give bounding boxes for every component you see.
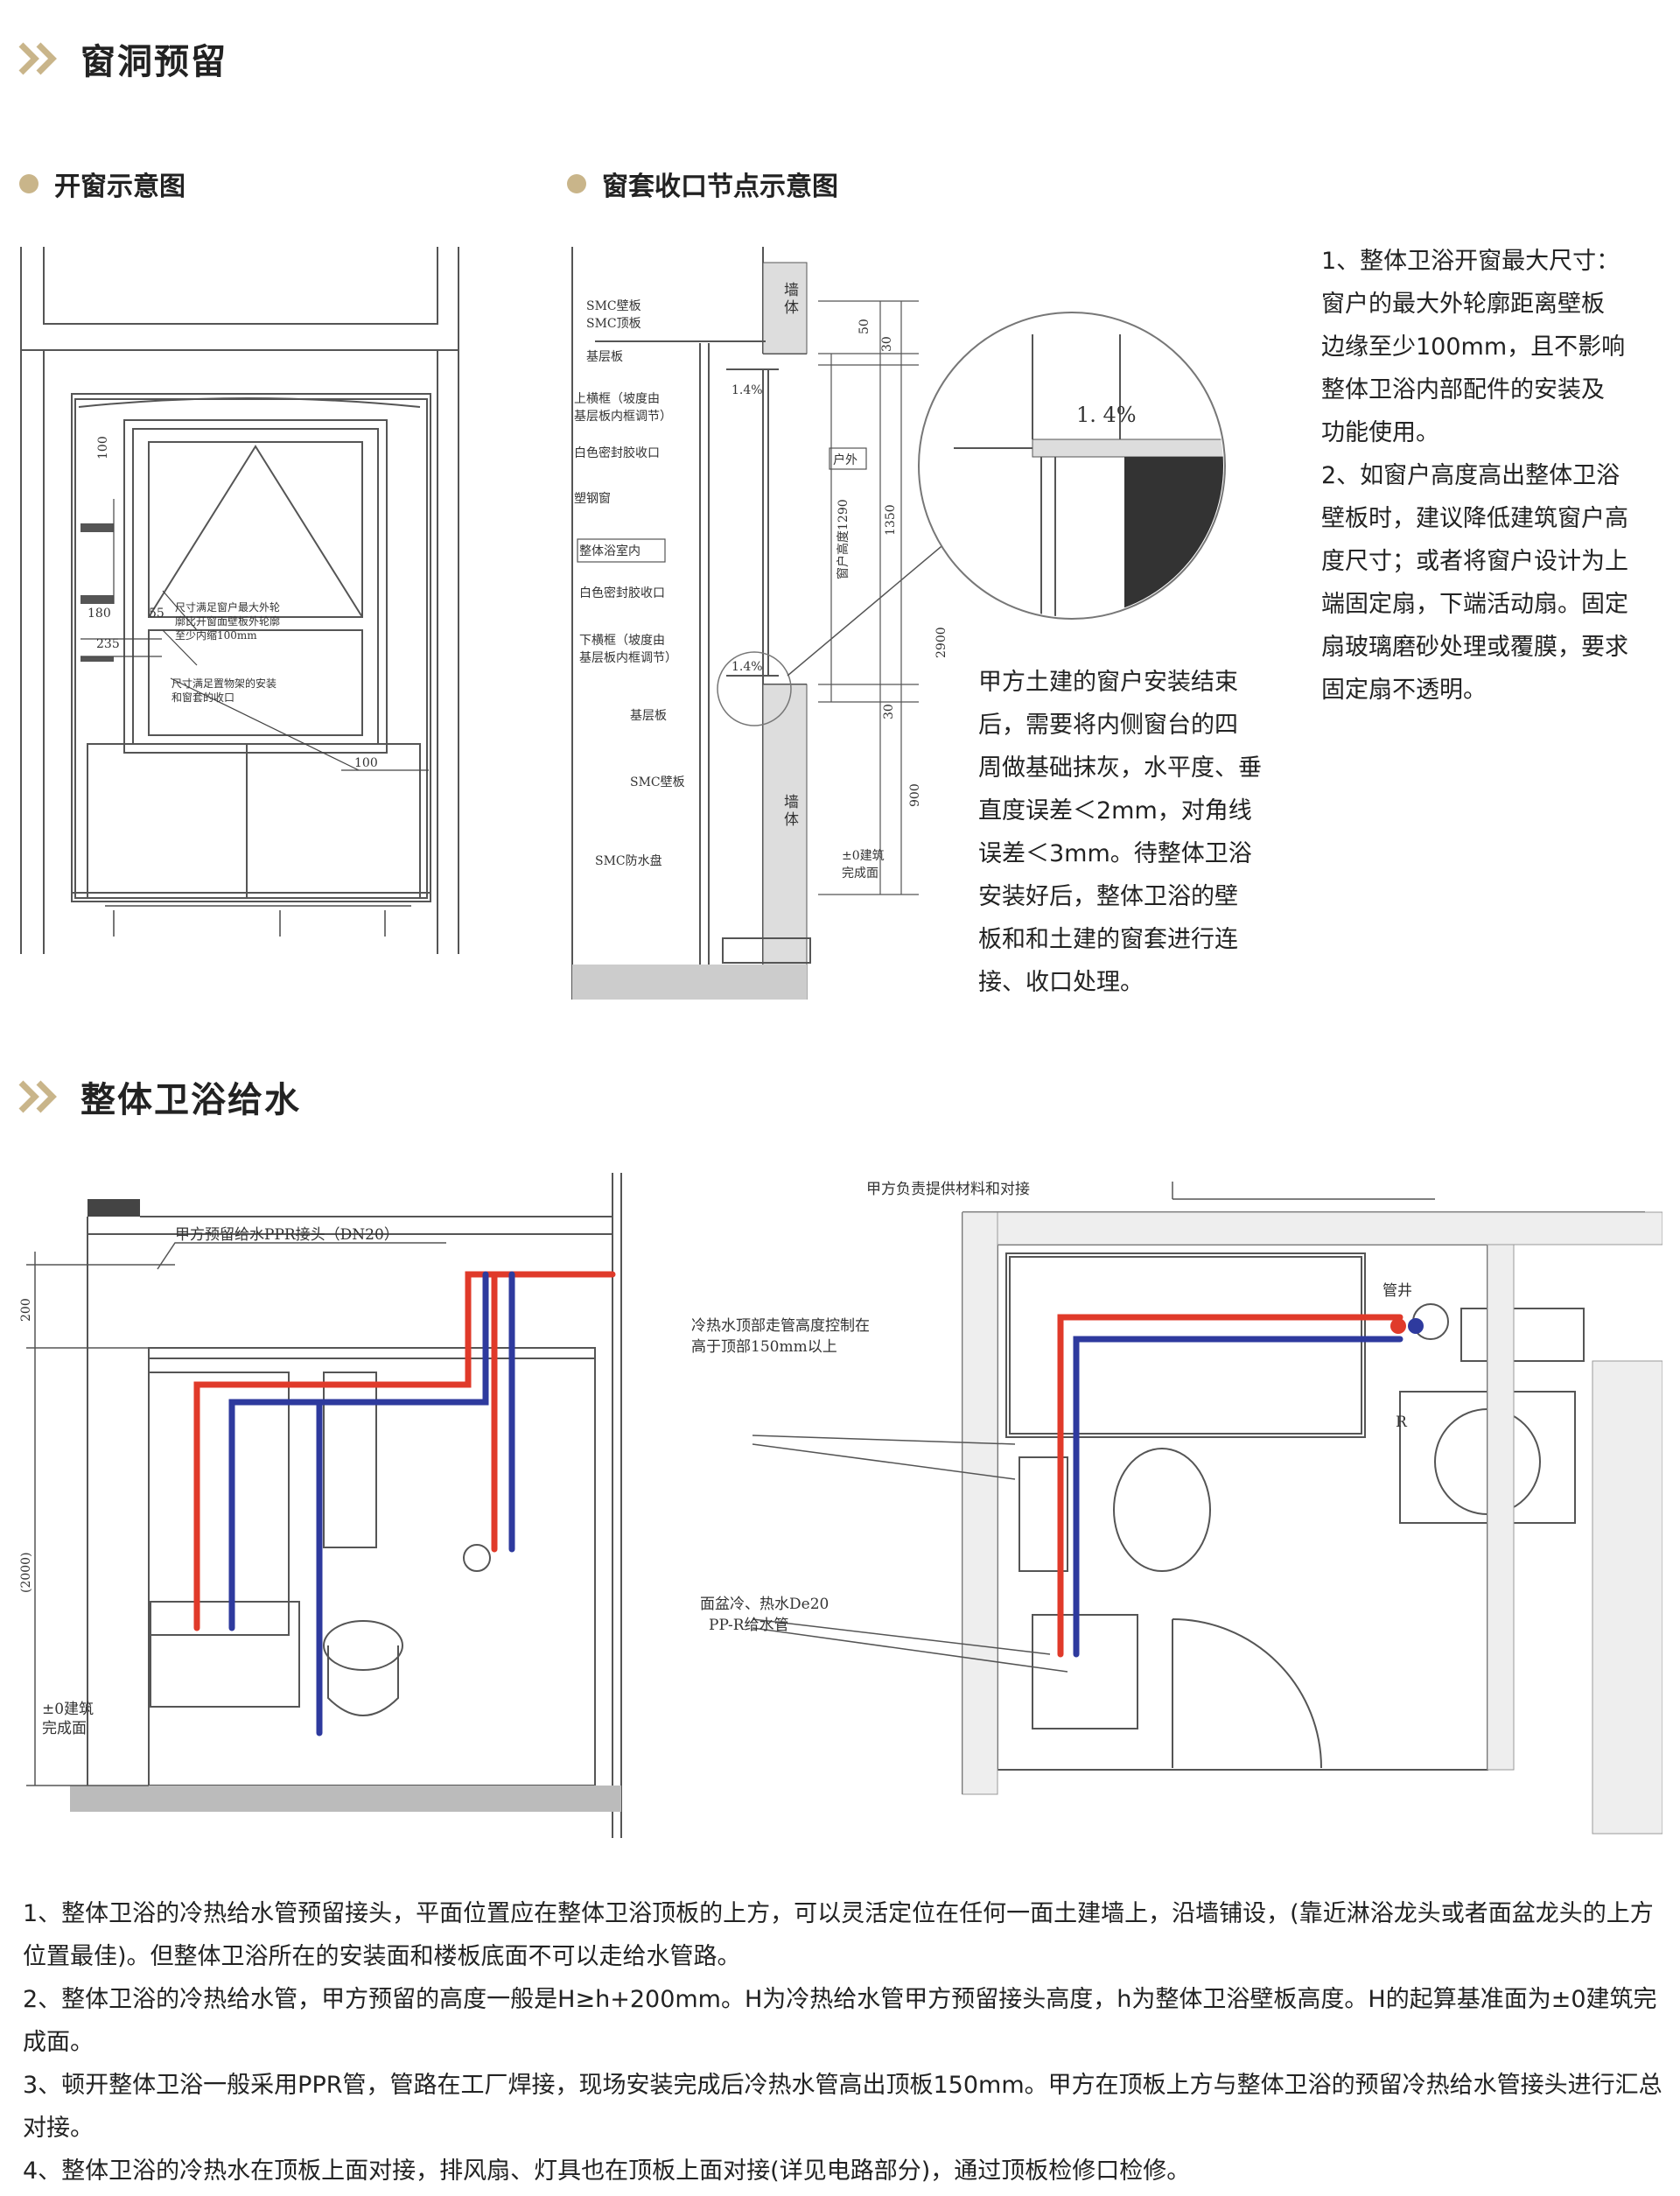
dim-window-height: 窗户高度1290 — [836, 499, 850, 579]
water-note-2: 2、整体卫浴的冷热给水管，甲方预留的高度一般是H≥h+200mm。H为冷热给水管… — [23, 1986, 1657, 2056]
section-title-window: 窗洞预留 — [18, 33, 228, 84]
dim-50: 50 — [858, 319, 872, 334]
callout-smc-ceiling: SMC顶板 — [586, 317, 641, 331]
pipe-height-label: 冷热水顶部走管高度控制在 — [691, 1317, 870, 1335]
callout-sealant-2: 白色密封胶收口 — [579, 586, 665, 600]
bullet-dot-icon — [19, 174, 38, 193]
floor-level-label: ±0建筑 — [42, 1701, 94, 1718]
floor-slab — [572, 965, 807, 1000]
note-shelf: 尺寸满足置物架的安装 — [172, 677, 276, 690]
water-supply-elevation: 200 (2000) 甲方预留给水PPR接头（DN20） ±0建筑 完成面 — [19, 1173, 622, 1838]
double-chevron-icon — [18, 1080, 57, 1113]
callout-top-frame: 上横框（坡度由 — [574, 392, 660, 406]
callout-sealant: 白色密封胶收口 — [574, 446, 660, 460]
slope-label-top: 1.4% — [732, 383, 763, 397]
subtitle-text: 窗套收口节点示意图 — [602, 172, 838, 202]
callout-base-board-2: 基层板 — [630, 708, 667, 723]
floor-level-label: 完成面 — [842, 866, 878, 881]
dim-55: 55 — [149, 607, 164, 621]
wall-label: 墙 — [784, 282, 799, 299]
basin-pipe-label: 面盆冷、热水De20 — [700, 1596, 829, 1613]
dim-30-bottom: 30 — [882, 704, 896, 719]
section-title-text: 整体卫浴给水 — [80, 1080, 301, 1120]
ppr-connector-label: 甲方预留给水PPR接头（DN20） — [175, 1226, 399, 1244]
window-node-section-drawing: 墙 体 墙 体 50 30 1350 2900 30 900 窗户高度1290 … — [571, 247, 1226, 1000]
note-shelf: 和窗套的收口 — [172, 691, 234, 704]
callout-bottom-frame: 基层板内框调节） — [579, 650, 677, 665]
wall-label: 体 — [784, 811, 799, 829]
bullet-dot-icon — [567, 174, 586, 193]
floor-level-label: 完成面 — [42, 1720, 87, 1737]
note-window-outline: 至少内缩100mm — [175, 628, 257, 642]
slope-label-bottom: 1.4% — [732, 660, 763, 674]
callout-pvc-window: 塑钢窗 — [574, 491, 611, 506]
dim-1350: 1350 — [884, 504, 898, 536]
basin-pipe-label: PP-R给水管 — [709, 1617, 789, 1634]
callout-top-frame: 基层板内框调节） — [574, 409, 672, 424]
water-supply-plan: 甲方负责提供材料和对接 冷热水顶部走管高度控制在 高于顶部150mm以上 面盆冷… — [691, 1181, 1662, 1835]
roof-slab-left — [88, 1199, 140, 1217]
callout-smc-tray: SMC防水盘 — [595, 853, 662, 868]
note-window-outline: 尺寸满足窗户最大外轮 — [175, 600, 280, 614]
outdoor-label: 户外 — [833, 453, 858, 467]
dim-30: 30 — [880, 336, 894, 352]
wall-top-block — [762, 262, 808, 354]
zoom-slope-label: 1. 4% — [1076, 403, 1137, 427]
note-window-outline: 廓比开窗面壁板外轮廓 — [175, 614, 280, 628]
dim-100-bottom: 100 — [354, 756, 378, 770]
dim-235: 235 — [96, 637, 120, 651]
wall-bottom-block — [762, 684, 808, 1000]
wall-label: 体 — [784, 299, 799, 317]
pipe-height-label: 高于顶部150mm以上 — [691, 1338, 837, 1356]
section-title-text: 窗洞预留 — [80, 42, 228, 82]
dim-180: 180 — [88, 607, 111, 621]
callout-bathroom-inside: 整体浴室内 — [579, 544, 640, 558]
subtitle-window-diagram: 开窗示意图 — [19, 165, 186, 203]
dim-100-top: 100 — [96, 436, 110, 460]
r-mark: R — [1396, 1414, 1408, 1431]
section-title-water: 整体卫浴给水 — [18, 1071, 301, 1122]
dim-200: 200 — [19, 1298, 33, 1322]
subtitle-text: 开窗示意图 — [54, 172, 186, 202]
water-note-4: 4、整体卫浴的冷热水在顶板上面对接，排风扇、灯具也在顶板上面对接(详见电路部分)… — [23, 2157, 1191, 2185]
window-elevation-drawing: 100 180 55 235 100 尺寸满足窗户最大外轮 廓比开窗面壁板外轮廓… — [20, 247, 459, 954]
callout-smc-wall: SMC壁板 — [586, 299, 641, 313]
water-note-1: 1、整体卫浴的冷热给水管预留接头，平面位置应在整体卫浴顶板的上方，可以灵活定位在… — [23, 1900, 1654, 1970]
dim-900: 900 — [908, 783, 922, 807]
pipe-shaft-label: 管井 — [1382, 1282, 1412, 1300]
wall-label: 墙 — [784, 794, 799, 811]
callout-bottom-frame: 下横框（坡度由 — [579, 634, 665, 648]
callout-smc-wall-2: SMC壁板 — [630, 775, 685, 789]
callout-base-board: 基层板 — [586, 349, 623, 364]
double-chevron-icon — [18, 42, 57, 75]
dim-2900: 2900 — [934, 627, 948, 658]
dim-2000: (2000) — [19, 1552, 33, 1593]
window-install-note: 甲方土建的窗户安装结束 后，需要将内侧窗台的四 周做基础抹灰，水平度、垂 直度误… — [978, 669, 1262, 996]
water-note-3: 3、顿开整体卫浴一般采用PPR管，管路在工厂焊接，现场安装完成后冷热水管高出顶板… — [23, 2072, 1662, 2142]
window-size-requirements: 1、整体卫浴开窗最大尺寸： 窗户的最大外轮廓距离壁板 边缘至少100mm，且不影… — [1321, 248, 1628, 704]
party-a-material-label: 甲方负责提供材料和对接 — [866, 1181, 1030, 1198]
floor-level-label: ±0建筑 — [842, 849, 885, 863]
subtitle-node-diagram: 窗套收口节点示意图 — [567, 165, 838, 203]
